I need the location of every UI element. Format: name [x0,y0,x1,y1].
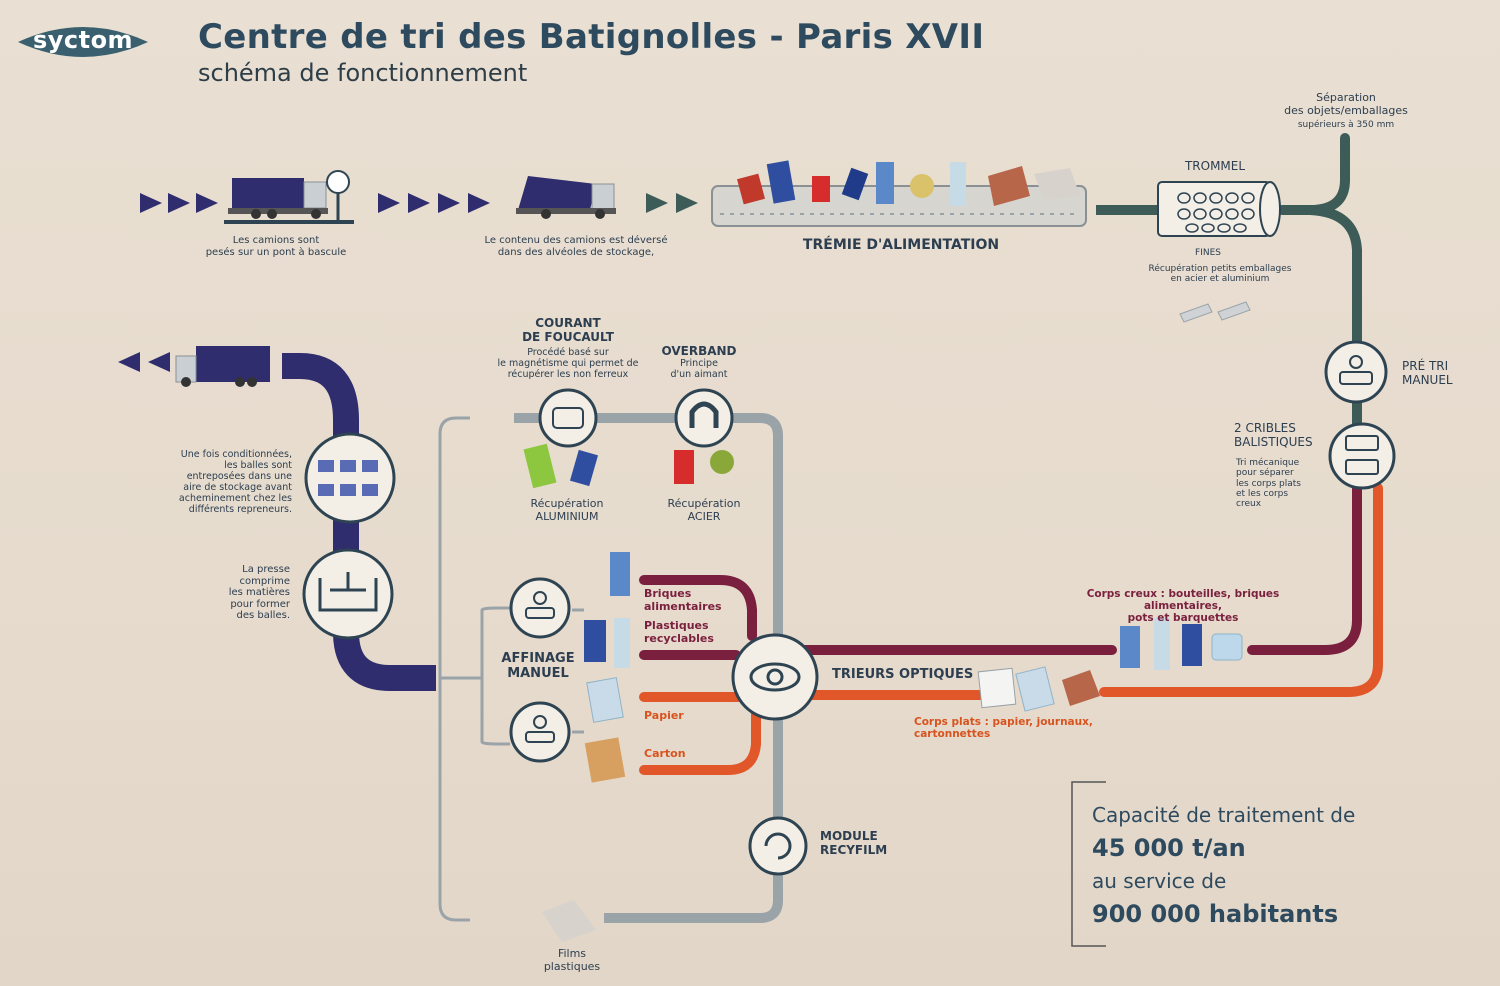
affinage-links [572,608,584,734]
dump-truck-icon [516,176,616,219]
plastiques-label: Plastiques recyclables [644,619,714,645]
corps-creux-label: Corps creux : bouteilles, briques alimen… [1086,588,1280,625]
corps-plats-items [977,666,1100,712]
fines-items [1179,301,1251,323]
films-label: Films plastiques [543,947,601,973]
alu-label: Récupération ALUMINIUM [530,497,604,523]
maroon-flow-line [639,483,1362,660]
navy-flow-line [282,353,436,691]
stockage-label: Une fois conditionnées, les balles sont … [178,449,292,515]
affinage-label: AFFINAGE MANUEL [501,651,575,681]
capacity-bracket [1071,781,1106,947]
press-circle [302,548,394,640]
arrow-group-weigh [140,193,490,213]
trommel-label: TROMMEL [1184,159,1246,173]
hopper-label: TRÉMIE D'ALIMENTATION [802,237,1000,253]
fines-text: Récupération petits emballages en acier … [1148,264,1292,285]
cribles-circle [1328,422,1396,490]
unload-label: Le contenu des camions est déversé dans … [484,235,668,258]
fines-title: FINES [1195,248,1221,258]
papier-label: Papier [644,709,684,722]
overband-circle [674,388,734,448]
separation-small: supérieurs à 350 mm [1297,120,1395,130]
briques-label: Briques alimentaires [644,587,722,613]
capacity-line1: Capacité de traitement de [1092,803,1356,827]
corps-creux-items [1120,618,1243,670]
carton-label: Carton [644,747,686,760]
distribution-bracket [438,416,510,922]
cribles-title: 2 CRIBLES BALISTIQUES [1234,421,1313,449]
orange-flow-line [639,483,1383,775]
arrow-group-hopper [646,193,698,213]
bales-circle [304,432,396,524]
corps-plats-label: Corps plats : papier, journaux, cartonne… [914,716,1093,741]
trommel-icon [1157,181,1281,237]
capacity-tonnage: 45 000 t/an [1092,834,1246,862]
page-subtitle: schéma de fonctionnement [198,59,528,87]
syctom-logo [18,27,148,57]
conveyor-icon [711,160,1087,227]
capacity-inhabitants: 900 000 habitants [1092,900,1339,928]
overband-text: Principe d'un aimant [670,358,728,380]
affinage-circle-1 [509,577,571,639]
sorted-items [523,443,734,942]
overband-title: OVERBAND [661,344,737,358]
separation-label: Séparation des objets/emballages [1284,91,1408,117]
pretri-circle [1324,340,1388,404]
weigh-label: Les camions sont pesés sur un pont à bas… [205,235,347,258]
eye-circle [731,633,819,721]
foucault-text: Procédé basé sur le magnétisme qui perme… [497,347,639,380]
truck-scale-icon [224,170,354,224]
recyfilm-circle [748,816,808,876]
arrow-group-exit [118,352,170,372]
pretri-label: PRÉ TRI MANUEL [1402,359,1453,387]
presse-label: La presse comprime les matières pour for… [228,564,290,621]
capacity-block: Capacité de traitement de 45 000 t/an au… [1092,800,1355,932]
page-title: Centre de tri des Batignolles - Paris XV… [198,17,985,57]
foucault-circle [538,388,598,448]
trieurs-label: TRIEURS OPTIQUES [832,667,974,682]
acier-label: Récupération ACIER [667,497,741,523]
capacity-line3: au service de [1092,869,1227,893]
cribles-text: Tri mécanique pour séparer les corps pla… [1236,458,1301,510]
logo-text: syctom [32,26,134,54]
lorry-icon [175,346,270,387]
foucault-title: COURANT DE FOUCAULT [522,316,614,344]
recyfilm-label: MODULE RECYFILM [820,829,888,857]
teal-flow-branch [1277,133,1362,350]
affinage-circle-2 [509,701,571,763]
